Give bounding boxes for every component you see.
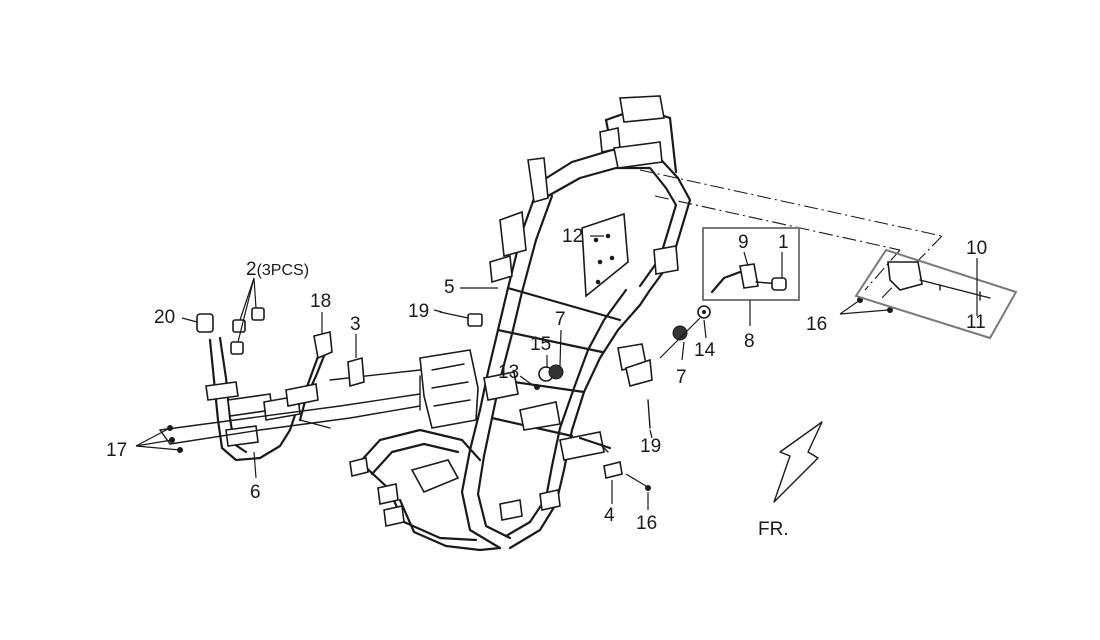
callout-19-right: 19 [640,436,661,457]
callout-17: 17 [106,440,127,461]
callout-10: 10 [966,238,987,259]
front-subframe [159,336,421,462]
callout-7-lower: 7 [676,367,687,388]
front-direction-arrow-icon [773,421,823,503]
sub-assembly-box-10 [854,248,1018,340]
callout-9: 9 [738,232,749,253]
callout-20: 20 [154,307,175,328]
callout-3: 3 [350,314,361,335]
callout-12: 12 [562,226,583,247]
callout-16-right: 16 [806,314,827,335]
callout-7-upper: 7 [555,309,566,330]
callout-15: 15 [530,334,551,355]
projection-lines [639,169,943,301]
main-frame [349,95,692,552]
callout-4: 4 [604,505,615,526]
callout-8: 8 [744,331,755,352]
callout-2: 2(3PCS) [246,259,309,280]
callout-5: 5 [444,277,455,298]
callout-14: 14 [694,340,716,361]
callout-18: 18 [310,291,331,312]
callout-19-left: 19 [408,301,429,322]
callout-6: 6 [250,482,261,503]
sub-assembly-box-8 [702,227,800,301]
small-parts [167,297,893,491]
callouts: 1 2(3PCS) 3 4 5 6 7 7 8 9 10 11 12 13 14… [106,226,987,534]
callout-16-lower: 16 [636,513,657,534]
callout-1: 1 [778,232,789,253]
direction-label: FR. [758,519,789,540]
callout-13: 13 [498,362,519,383]
callout-11: 11 [966,312,986,333]
floor-plate [581,212,629,298]
leader-lines [135,235,978,510]
